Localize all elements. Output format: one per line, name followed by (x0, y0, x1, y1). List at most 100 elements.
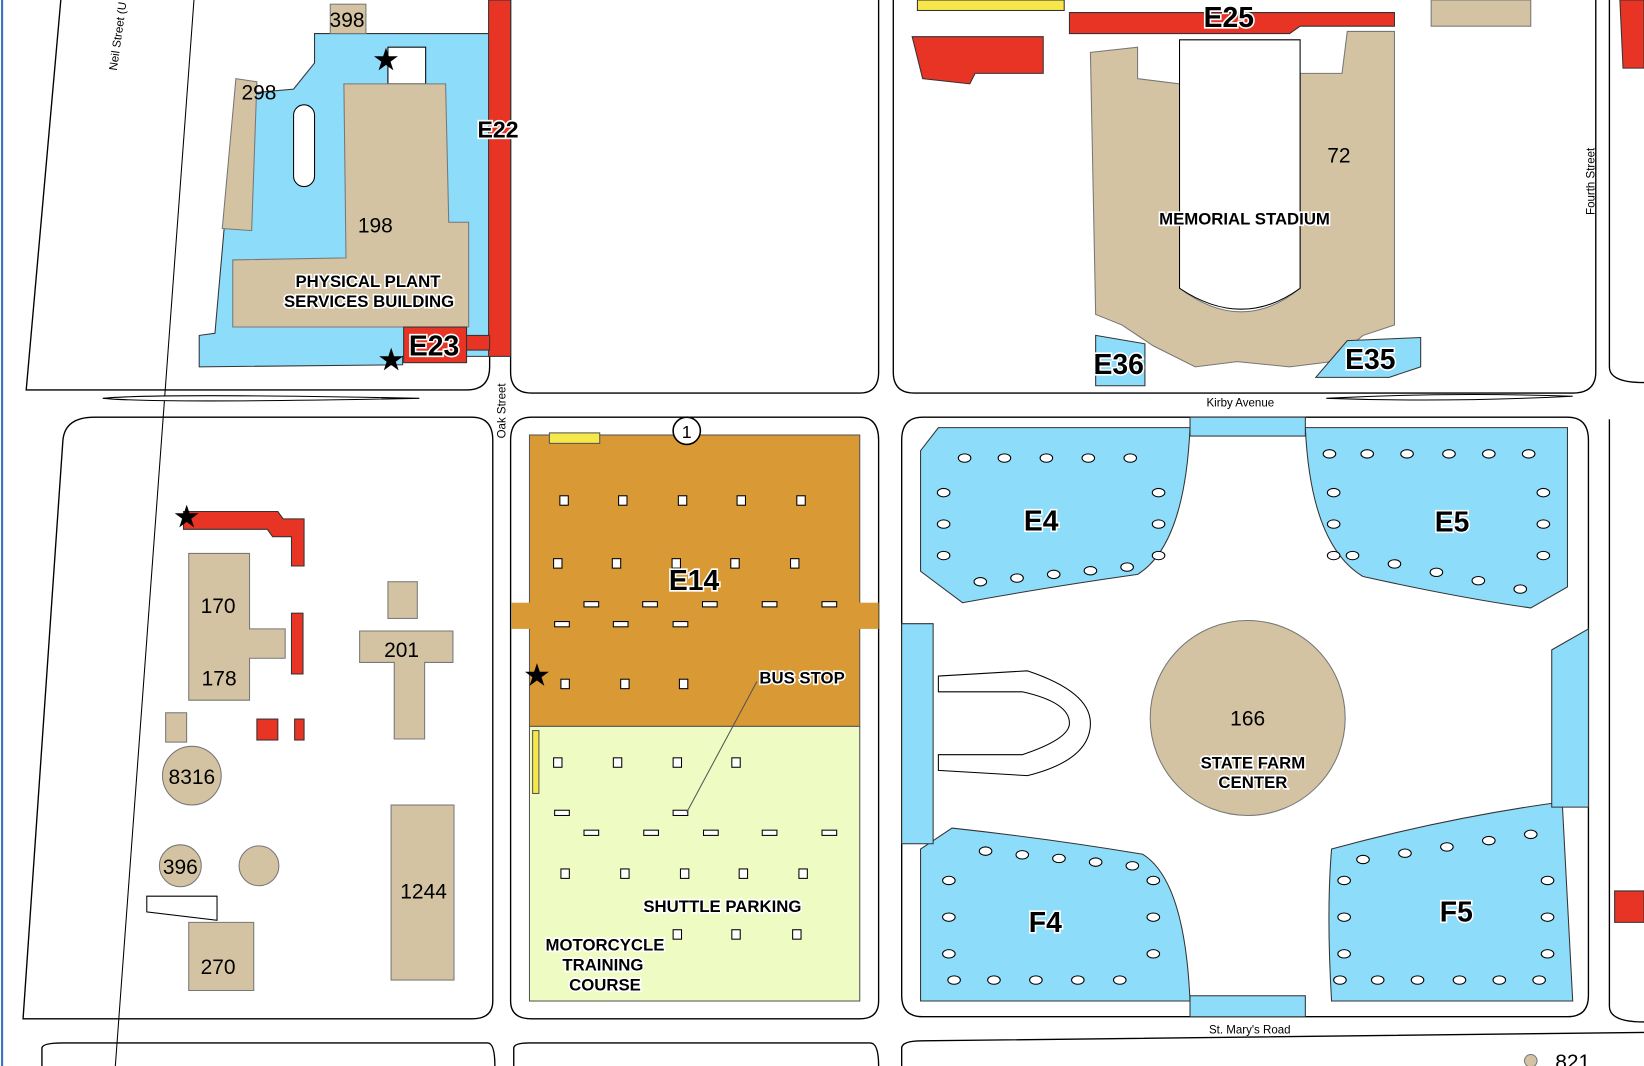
building-198-label: 198 (358, 215, 393, 238)
parking-island (701, 601, 718, 608)
lot-e25-label[interactable]: E25 (1202, 0, 1256, 35)
lot-e35-label[interactable]: E35 (1344, 341, 1398, 376)
parking-island (1452, 975, 1467, 985)
lot-e14-label[interactable]: E14 (667, 563, 721, 598)
parking-island (1540, 875, 1555, 886)
state-farm-center-area: 166 STATE FARM CENTER E4 E5 F4 F5 821 (901, 416, 1644, 1066)
parking-island (761, 829, 778, 836)
building-821-label: 821 (1555, 1051, 1590, 1066)
star-icon: ★ (525, 659, 549, 690)
star-icon: ★ (374, 44, 398, 75)
parking-island (1482, 835, 1496, 846)
parking-island (1151, 519, 1166, 529)
parking-island (936, 487, 951, 498)
parking-island (1482, 449, 1496, 459)
parking-island (702, 829, 719, 836)
parking-island (1326, 519, 1341, 529)
building-201-label: 201 (384, 639, 419, 662)
parking-island (936, 519, 951, 529)
building-8316-label: 8316 (169, 766, 216, 789)
parking-island (671, 558, 681, 569)
parking-island (730, 558, 740, 569)
parking-island (1151, 487, 1166, 498)
parking-island (672, 809, 689, 817)
parking-island (1081, 453, 1096, 463)
building-166-label: 166 (1230, 707, 1265, 730)
parking-island (947, 975, 961, 985)
parking-island (997, 453, 1012, 463)
parking-island (1337, 875, 1351, 886)
parking-island (821, 601, 838, 608)
fourth-street-label: Fourth Street (1586, 147, 1598, 215)
parking-island (672, 757, 683, 768)
parking-island (1083, 566, 1098, 576)
parking-island (1398, 848, 1412, 858)
parking-island (796, 495, 806, 506)
parking-island (1440, 842, 1454, 852)
parking-island (731, 757, 741, 768)
motorcycle-course-label: MOTORCYCLE (545, 936, 664, 955)
parking-island (1540, 912, 1555, 922)
parking-island (1039, 453, 1054, 463)
parking-island (1532, 975, 1546, 985)
parking-island (731, 929, 741, 940)
parking-island (1429, 567, 1444, 578)
lot-f4-label[interactable]: F4 (1027, 904, 1063, 939)
building-178-label: 178 (202, 668, 237, 691)
parking-island (1400, 449, 1414, 459)
bus-stop-label: BUS STOP (759, 668, 844, 687)
parking-island (1123, 453, 1138, 463)
oak-street-label: Oak Street (496, 383, 508, 439)
kirby-avenue-label: Kirby Avenue (1207, 398, 1275, 410)
lot-e23-label[interactable]: E23 (407, 328, 461, 363)
parking-island (672, 929, 683, 940)
shuttle-parking-label: SHUTTLE PARKING (643, 897, 801, 916)
parking-island (1112, 975, 1127, 985)
parking-island (1540, 949, 1555, 959)
parking-island (553, 558, 563, 569)
parking-island (1360, 449, 1375, 459)
parking-island (1471, 575, 1486, 586)
parking-island (559, 495, 569, 506)
parking-island (620, 678, 630, 690)
lot-e4-label[interactable]: E4 (1022, 503, 1060, 538)
parking-island (1492, 975, 1507, 985)
parking-island (942, 912, 956, 922)
parking-island (1387, 559, 1402, 569)
building-270-label: 270 (201, 956, 236, 979)
lot-e22-label[interactable]: E22 (476, 115, 520, 144)
st-marys-road-label: St. Mary's Road (1209, 1025, 1291, 1037)
physical-plant-label-2: SERVICES BUILDING (284, 292, 454, 311)
parking-island (1326, 550, 1341, 561)
parking-island (618, 495, 628, 506)
parking-island (1442, 449, 1456, 459)
parking-island (553, 757, 563, 768)
parking-island (987, 975, 1001, 985)
state-farm-center-label-2: CENTER (1218, 773, 1287, 792)
parking-island (1322, 449, 1337, 459)
parking-island (1029, 975, 1043, 985)
motorcycle-course-label-2: TRAINING (562, 956, 643, 975)
parking-island (583, 829, 600, 836)
parking-islands (936, 449, 1555, 985)
parking-island (942, 949, 956, 959)
parking-island (672, 621, 689, 628)
parking-island (642, 601, 658, 608)
lot-f5-label[interactable]: F5 (1438, 894, 1474, 929)
building-1244-label: 1244 (400, 880, 447, 903)
lot-e36-label[interactable]: E36 (1092, 347, 1146, 382)
parking-island (620, 868, 630, 879)
lot-e5-label[interactable]: E5 (1433, 504, 1471, 539)
parking-island (1010, 573, 1024, 583)
parking-island (612, 757, 623, 768)
parking-islands (553, 495, 838, 940)
parking-island (1356, 854, 1370, 865)
state-farm-center-label: STATE FARM (1201, 753, 1306, 772)
parking-island (761, 601, 778, 608)
parking-island (1536, 519, 1551, 529)
parking-island (821, 829, 838, 836)
parking-island (1125, 861, 1140, 871)
parking-island (1333, 975, 1347, 985)
parking-island (736, 495, 746, 506)
